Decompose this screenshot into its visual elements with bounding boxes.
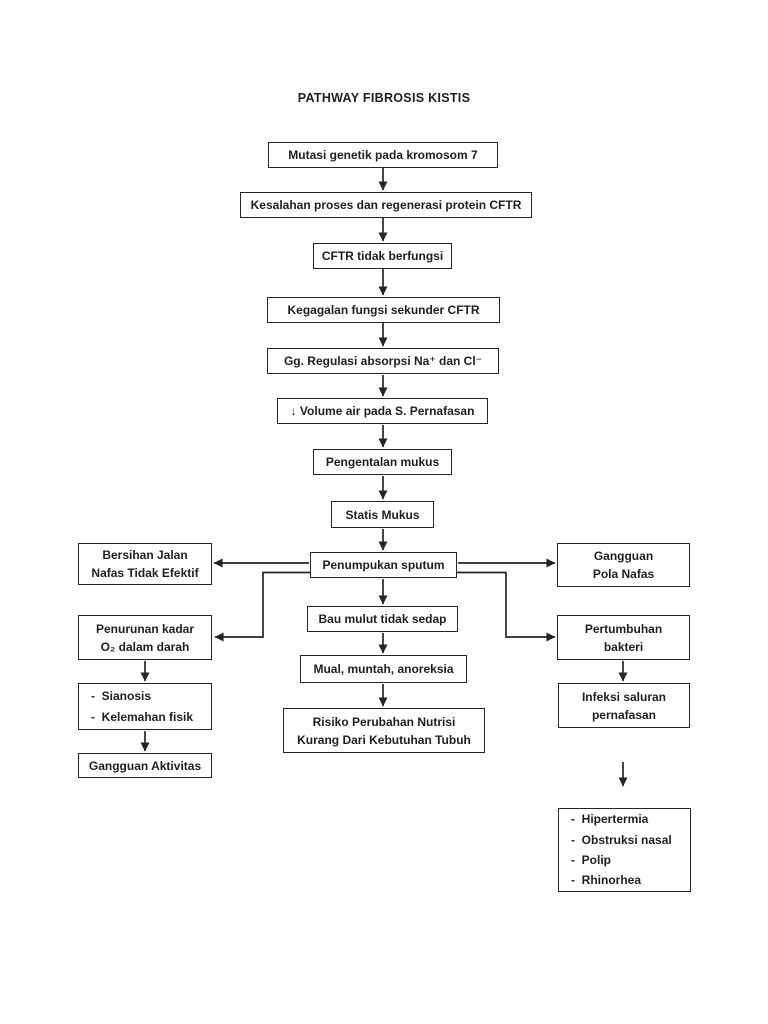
flow-node-nutrition-risk: Risiko Perubahan Nutrisi Kurang Dari Keb… [283, 708, 485, 753]
flow-node-mucus-stasis: Statis Mukus [331, 501, 434, 528]
flow-node-nausea-vomiting-anorexia: Mual, muntah, anoreksia [300, 655, 467, 683]
flow-node-protein-process-error: Kesalahan proses dan regenerasi protein … [240, 192, 532, 218]
flow-node-sputum-accumulation: Penumpukan sputum [310, 552, 457, 578]
diagram-title: PATHWAY FIBROSIS KISTIS [297, 91, 471, 105]
flow-node-cyanosis-weakness: - Sianosis - Kelemahan fisik [78, 683, 212, 730]
flow-node-ion-absorption-regulation: Gg. Regulasi absorpsi Na⁺ dan Cl⁻ [267, 348, 499, 374]
flow-node-ineffective-airway-clearance: Bersihan Jalan Nafas Tidak Efektif [78, 543, 212, 585]
flow-node-activity-disturbance: Gangguan Aktivitas [78, 753, 212, 778]
edge-sputum-to-bacterial-growth [457, 571, 556, 642]
flow-node-decreased-blood-o2: Penurunan kadar O₂ dalam darah [78, 615, 212, 660]
flow-node-nasal-symptoms: - Hipertermia - Obstruksi nasal - Polip … [558, 808, 691, 892]
flow-node-bacterial-growth: Pertumbuhan bakteri [557, 615, 690, 660]
edge-sputum-to-decreased-o2 [214, 571, 310, 642]
flow-node-breathing-pattern-disorder: Gangguan Pola Nafas [557, 543, 690, 587]
flow-node-bad-breath: Bau mulut tidak sedap [307, 606, 458, 632]
flow-node-cftr-nonfunctional: CFTR tidak berfungsi [313, 243, 452, 269]
flow-node-respiratory-infection: Infeksi saluran pernafasan [558, 683, 690, 728]
flow-node-mucus-thickening: Pengentalan mukus [313, 449, 452, 475]
flow-node-genetic-mutation: Mutasi genetik pada kromosom 7 [268, 142, 498, 168]
flow-node-airway-water-volume: ↓ Volume air pada S. Pernafasan [277, 398, 488, 424]
flow-node-cftr-secondary-failure: Kegagalan fungsi sekunder CFTR [267, 297, 500, 323]
